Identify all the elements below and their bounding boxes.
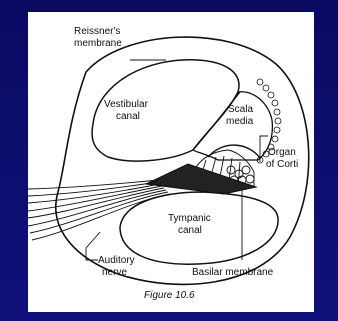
label-vestibular-canal-line1: Vestibular xyxy=(104,99,148,110)
figure-caption: Figure 10.6 xyxy=(144,290,195,301)
label-tympanic-canal-line2: canal xyxy=(178,225,202,236)
label-reissners-membrane-line2: membrane xyxy=(74,38,122,49)
label-auditory-nerve-line2: nerve xyxy=(102,267,127,278)
label-auditory-nerve-line1: Auditory xyxy=(98,255,135,266)
label-scala-media-line1: Scala xyxy=(228,104,253,115)
auditory-nerve-fibers xyxy=(28,180,170,240)
label-tympanic-canal-line1: Tympanic xyxy=(168,213,211,224)
vestibular-canal xyxy=(92,60,239,161)
label-organ-of-corti-line2: of Corti xyxy=(266,159,298,170)
label-organ-of-corti-line1: Organ xyxy=(268,147,296,158)
label-scala-media-line2: media xyxy=(226,116,253,127)
figure-panel: Reissner's membrane Vestibular canal Sca… xyxy=(28,12,314,312)
label-reissners-membrane-line1: Reissner's xyxy=(74,26,120,37)
label-basilar-membrane: Basilar membrane xyxy=(192,267,273,278)
label-vestibular-canal-line2: canal xyxy=(116,111,140,122)
